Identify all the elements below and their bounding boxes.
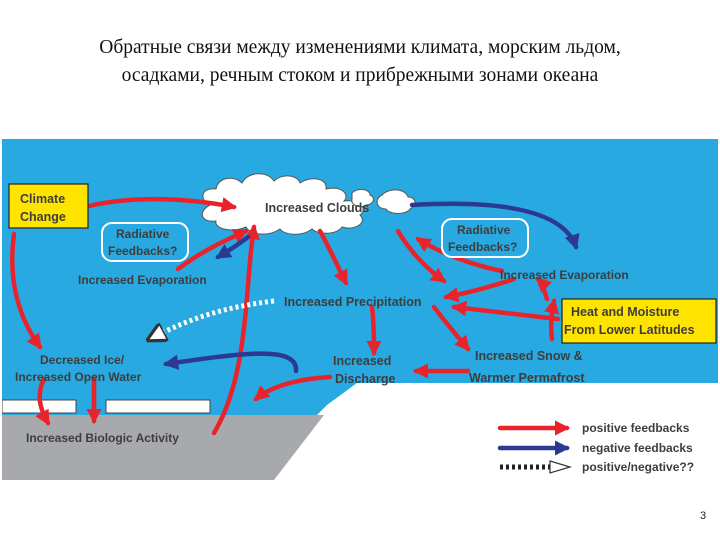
arrow-precip-to-discharge bbox=[366, 304, 382, 357]
climate-change-label-1: Climate bbox=[20, 192, 65, 206]
radiative-right-label-1: Radiative bbox=[457, 223, 511, 237]
feedback-diagram: Climate Change Heat and Moisture From Lo… bbox=[2, 139, 718, 480]
arrow-ice-to-clouds-branch bbox=[35, 376, 51, 426]
arrow-clouds-to-precip bbox=[317, 228, 349, 286]
arrow-clouds-to-right bbox=[409, 201, 580, 250]
arrow-discharge-to-ice bbox=[162, 351, 299, 374]
negative-arrows bbox=[162, 201, 580, 456]
sea-ice-right bbox=[105, 399, 211, 414]
arrow-precip-to-ice bbox=[150, 298, 275, 339]
legend-uncertain-label: positive/negative?? bbox=[582, 460, 694, 474]
evaporation-right-label: Increased Evaporation bbox=[500, 268, 629, 282]
title-line-1: Обратные связи между изменениями климата… bbox=[99, 37, 621, 58]
arrow-climate-to-ice bbox=[10, 231, 43, 350]
arrow-evap-to-clouds bbox=[175, 228, 249, 272]
arrow-heat-to-evap bbox=[535, 276, 553, 302]
heat-moisture-label-2: From Lower Latitudes bbox=[564, 323, 695, 337]
title-line-2: осадками, речным стоком и прибрежными зо… bbox=[121, 65, 599, 86]
arrow-precip-to-snow bbox=[431, 304, 471, 352]
legend-positive-label: positive feedbacks bbox=[582, 421, 690, 435]
arrow-biologic-to-clouds bbox=[211, 223, 260, 436]
legend-uncertain-cone bbox=[549, 460, 573, 474]
arrow-heat-to-precip bbox=[450, 300, 561, 322]
biologic-label: Increased Biologic Activity bbox=[26, 431, 179, 445]
radiative-right-label-2: Feedbacks? bbox=[448, 240, 517, 254]
discharge-label-2: Discharge bbox=[335, 372, 395, 386]
slide-title: Обратные связи между изменениями климата… bbox=[0, 34, 720, 90]
radiative-right-box bbox=[441, 218, 529, 258]
decreased-ice-label-1: Decreased Ice/ bbox=[40, 353, 125, 367]
evaporation-left-label: Increased Evaporation bbox=[78, 273, 207, 287]
heat-moisture-label-1: Heat and Moisture bbox=[571, 305, 679, 319]
climate-change-label-2: Change bbox=[20, 210, 66, 224]
page-number: 3 bbox=[700, 510, 707, 522]
arrow-discharge-to-biologic bbox=[253, 374, 333, 402]
heat-moisture-box bbox=[561, 298, 717, 344]
positive-arrows bbox=[10, 196, 571, 436]
climate-change-box bbox=[8, 183, 89, 229]
snow-label-1: Increased Snow & bbox=[475, 349, 583, 363]
legend-negative-label: negative feedbacks bbox=[582, 441, 693, 455]
snow-label-2: Warmer Permafrost bbox=[469, 371, 585, 385]
arrow-clouds-to-radiative-right bbox=[395, 228, 447, 284]
radiative-left-label-2: Feedbacks? bbox=[108, 244, 177, 258]
radiative-left-box bbox=[101, 222, 189, 262]
cloud-shape bbox=[201, 173, 416, 235]
arrow-heat-to-snow bbox=[544, 297, 560, 342]
land-area bbox=[252, 383, 718, 480]
radiative-left-label-1: Radiative bbox=[116, 227, 170, 241]
arrow-evapright-to-precip bbox=[442, 276, 517, 303]
precipitation-label: Increased Precipitation bbox=[284, 295, 422, 309]
ocean-floor bbox=[2, 415, 324, 480]
discharge-label-1: Increased bbox=[333, 354, 391, 368]
decreased-ice-label-2: Increased Open Water bbox=[15, 370, 142, 384]
increased-clouds-label: Increased Clouds bbox=[265, 201, 369, 215]
arrow-clouds-to-radiative-left bbox=[215, 234, 251, 260]
